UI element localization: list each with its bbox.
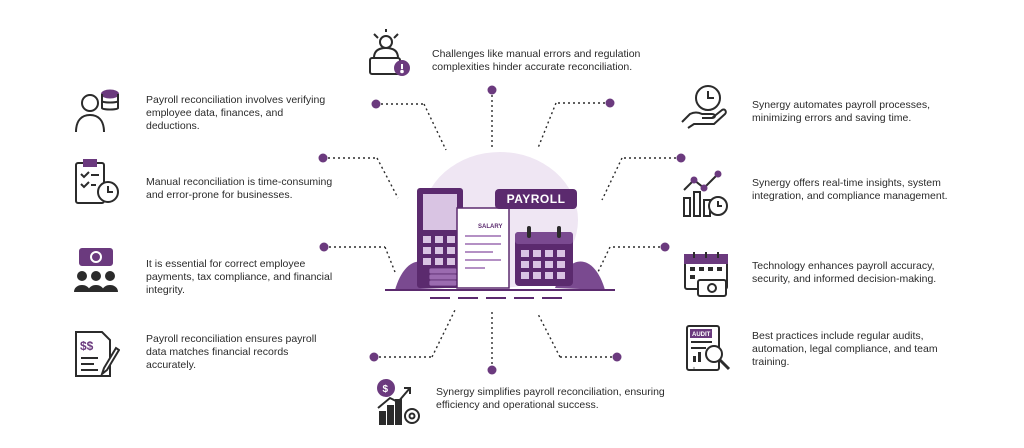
item-text-9: Technology enhances payroll accuracy, se… bbox=[752, 260, 937, 285]
item-text-3: It is essential for correct employee pay… bbox=[146, 258, 333, 296]
svg-text:$: $ bbox=[383, 384, 389, 395]
item-text-6: Synergy simplifies payroll reconciliatio… bbox=[436, 386, 665, 411]
item-text-1: Payroll reconciliation involves verifyin… bbox=[146, 94, 326, 132]
salary-label: SALARY bbox=[478, 224, 503, 230]
growth-chart-gear-icon: $ bbox=[374, 378, 422, 426]
item-text-10: Best practices include regular audits, a… bbox=[752, 330, 938, 368]
checklist-clock-icon bbox=[72, 158, 120, 206]
payroll-illustration bbox=[385, 152, 615, 299]
salary-paper bbox=[456, 207, 510, 289]
item-text-5: Challenges like manual errors and regula… bbox=[432, 48, 641, 73]
svg-text:$$: $$ bbox=[80, 339, 94, 353]
svg-text:AUDIT: AUDIT bbox=[692, 332, 711, 338]
item-text-2: Manual reconciliation is time-consuming … bbox=[146, 176, 333, 201]
item-text-7: Synergy automates payroll processes, min… bbox=[752, 99, 931, 124]
item-text-8: Synergy offers real-time insights, syste… bbox=[752, 177, 948, 202]
payroll-badge: PAYROLL bbox=[495, 189, 577, 209]
calendar-money-icon bbox=[682, 250, 730, 298]
money-team-icon bbox=[72, 246, 120, 294]
item-text-4: Payroll reconciliation ensures payroll d… bbox=[146, 333, 317, 371]
audit-magnifier-icon: AUDIT bbox=[684, 324, 732, 372]
chart-clock-icon bbox=[680, 170, 728, 218]
hand-clock-icon bbox=[680, 82, 728, 130]
stressed-laptop-icon bbox=[364, 28, 414, 78]
person-database-icon bbox=[72, 86, 120, 134]
dollar-document-pen-icon: $$ bbox=[72, 330, 120, 378]
